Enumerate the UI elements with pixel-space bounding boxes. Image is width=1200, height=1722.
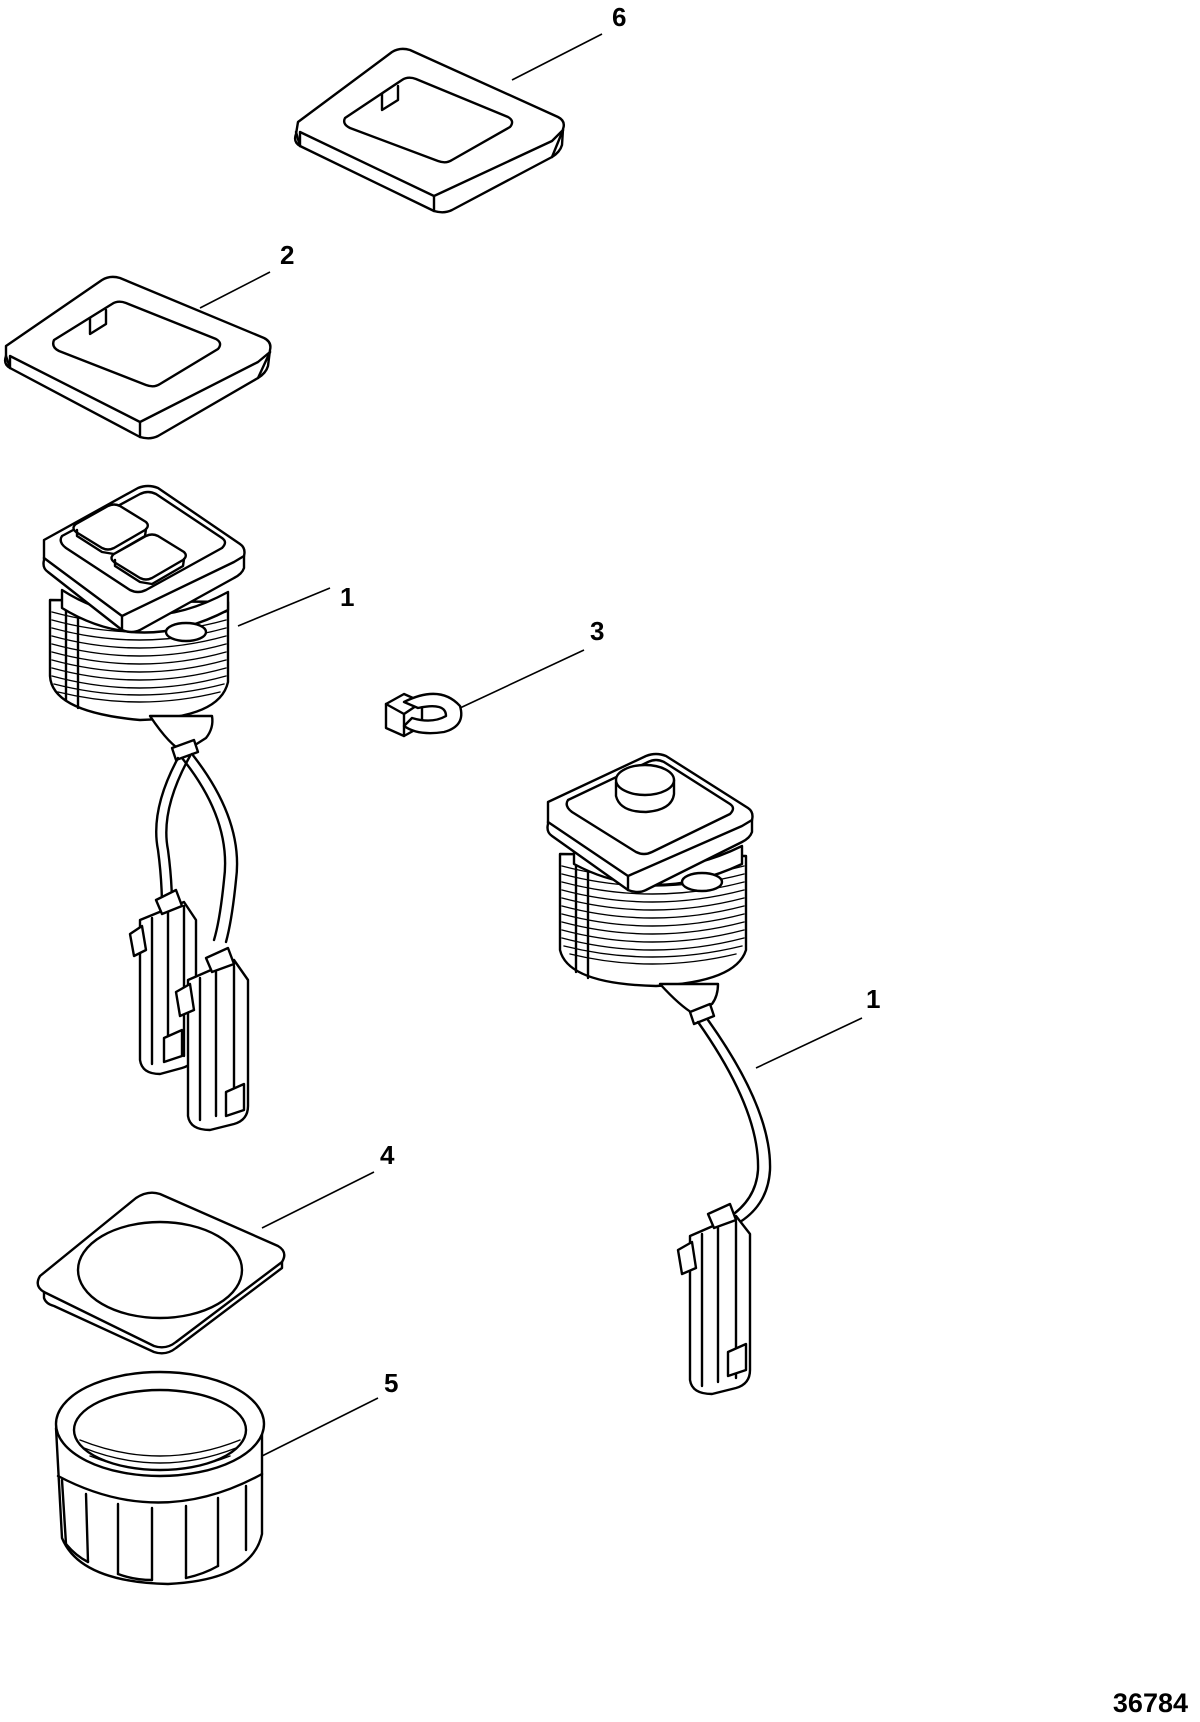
part-6-bezel	[293, 47, 566, 214]
leader-4	[261, 1171, 375, 1229]
leader-1-single	[755, 1017, 863, 1069]
part-3-clip	[384, 692, 463, 738]
part-5-nut	[54, 1370, 266, 1586]
callout-6: 6	[612, 2, 626, 32]
callout-3: 3	[590, 616, 604, 646]
leader-2	[199, 271, 271, 309]
callout-4: 4	[380, 1140, 395, 1170]
callout-1-dual: 1	[340, 582, 354, 612]
callout-2: 2	[280, 240, 294, 270]
callout-1-single: 1	[866, 984, 880, 1014]
leader-3	[459, 649, 585, 709]
leader-6	[511, 33, 603, 81]
leader-5	[261, 1397, 379, 1457]
part-1-dual-switch	[42, 484, 250, 1132]
callout-5: 5	[384, 1368, 398, 1398]
part-2-bezel	[3, 275, 272, 440]
part-1-single-switch	[546, 752, 772, 1396]
part-4-gasket	[36, 1191, 286, 1355]
leader-1-dual	[237, 587, 331, 627]
figure-number: 36784	[1113, 1688, 1188, 1718]
